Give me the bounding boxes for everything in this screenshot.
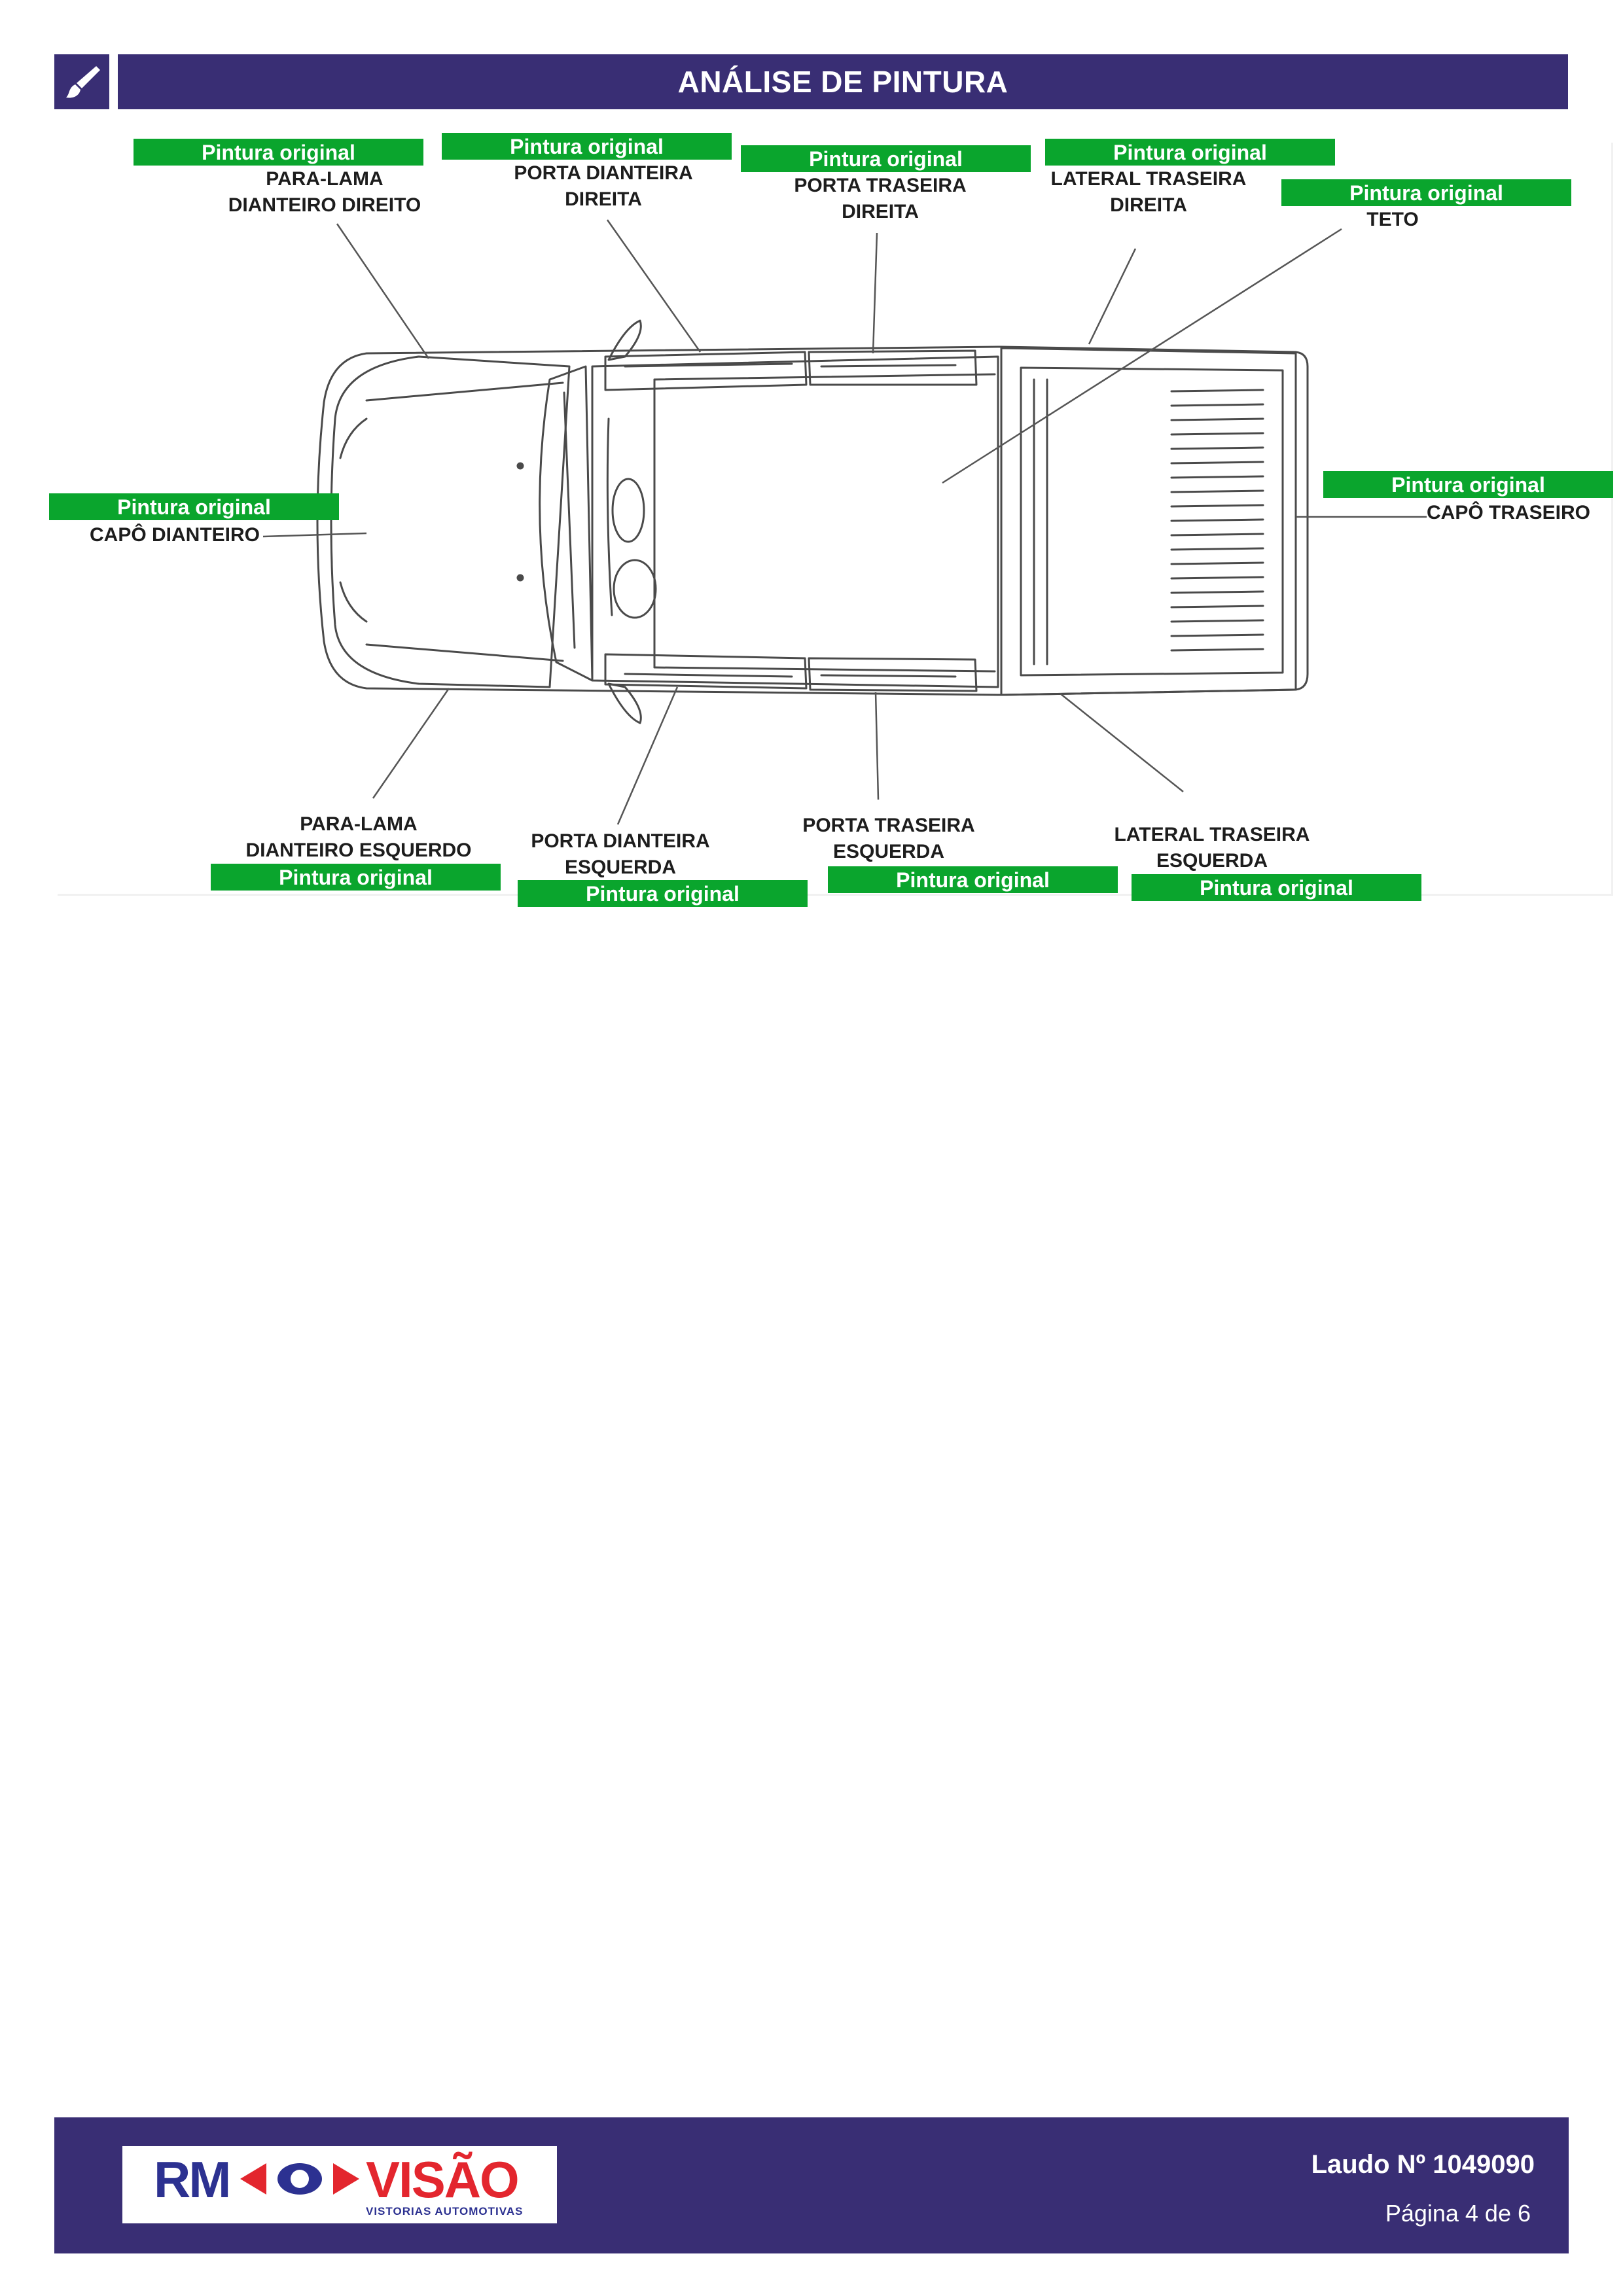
status-badge-porta-traseira-direita: Pintura original: [741, 145, 1031, 172]
status-badge-para-lama-dianteiro-esquerdo: Pintura original: [211, 864, 501, 891]
logo-text-visao: VISÃO: [366, 2151, 520, 2208]
logo-text-rm: RM: [154, 2151, 231, 2208]
status-badge-lateral-traseira-direita: Pintura original: [1045, 139, 1335, 166]
label-line: PORTA TRASEIRA: [794, 175, 967, 196]
label-line: TETO: [1366, 209, 1419, 230]
cab-outline: [591, 355, 999, 688]
left-mirror: [607, 682, 642, 724]
paintbrush-icon: [66, 66, 100, 98]
label-line: DIREITA: [1110, 194, 1187, 216]
label-line: LATERAL TRASEIRA: [1050, 168, 1247, 190]
label-capo-traseiro: CAPÔ TRASEIRO: [1427, 500, 1590, 526]
label-line: LATERAL TRASEIRA: [1114, 824, 1310, 845]
cargo-bed-outline: [1000, 347, 1297, 696]
label-porta-traseira-direita: PORTA TRASEIRA DIREITA: [749, 173, 1011, 225]
page-info: Página 4 de 6: [1385, 2200, 1531, 2227]
section-title: ANÁLISE DE PINTURA: [118, 54, 1568, 109]
status-badge-para-lama-dianteiro-direito: Pintura original: [134, 139, 423, 166]
status-badge-porta-dianteira-esquerda: Pintura original: [518, 880, 808, 907]
label-line: CAPÔ DIANTEIRO: [90, 524, 260, 546]
right-mirror: [607, 319, 642, 361]
label-line: DIANTEIRO ESQUERDO: [245, 839, 472, 861]
label-teto: TETO: [1262, 207, 1524, 233]
company-logo: RM VISÃO VISTORIAS AUTOMOTIVAS: [122, 2146, 557, 2223]
section-icon-box: [54, 54, 109, 109]
left-rear-door: [808, 657, 978, 692]
leader-lines: [262, 219, 1427, 825]
label-line: PARA-LAMA: [266, 168, 383, 190]
label-para-lama-dianteiro-direito: PARA-LAMA DIANTEIRO DIREITO: [194, 166, 455, 219]
label-lateral-traseira-esquerda: LATERAL TRASEIRA ESQUERDA: [1081, 822, 1343, 874]
label-lateral-traseira-direita: LATERAL TRASEIRA DIREITA: [1018, 166, 1279, 219]
label-line: ESQUERDA: [1156, 850, 1268, 872]
status-badge-porta-traseira-esquerda: Pintura original: [828, 866, 1118, 893]
label-line: DIREITA: [842, 201, 919, 222]
logo-subtitle: VISTORIAS AUTOMOTIVAS: [366, 2205, 524, 2217]
report-number: Laudo Nº 1049090: [1311, 2150, 1535, 2179]
windshield-outline: [539, 365, 594, 682]
status-badge-teto: Pintura original: [1281, 179, 1571, 206]
label-porta-dianteira-direita: PORTA DIANTEIRA DIREITA: [473, 160, 734, 213]
label-line: ESQUERDA: [564, 857, 677, 878]
vehicle-diagram: [262, 219, 1427, 825]
label-line: PORTA TRASEIRA: [802, 815, 975, 836]
footer-bar: RM VISÃO VISTORIAS AUTOMOTIVAS Laudo Nº …: [54, 2117, 1569, 2253]
label-line: ESQUERDA: [832, 841, 945, 862]
status-badge-capo-traseiro: Pintura original: [1323, 471, 1613, 498]
right-front-door: [604, 351, 808, 391]
label-line: PORTA DIANTEIRA: [531, 830, 710, 852]
status-badge-porta-dianteira-direita: Pintura original: [442, 133, 732, 160]
label-porta-dianteira-esquerda: PORTA DIANTEIRA ESQUERDA: [490, 828, 751, 881]
status-badge-capo-dianteiro: Pintura original: [49, 493, 339, 520]
left-front-door: [604, 653, 808, 690]
label-line: DIANTEIRO DIREITO: [228, 194, 421, 216]
vehicle-body-outline: [316, 345, 1309, 696]
label-line: CAPÔ TRASEIRO: [1427, 502, 1591, 523]
eye-logo-icon: [240, 2163, 359, 2195]
hood-outline: [330, 355, 571, 688]
status-badge-lateral-traseira-esquerda: Pintura original: [1132, 874, 1421, 901]
label-para-lama-dianteiro-esquerdo: PARA-LAMA DIANTEIRO ESQUERDO: [228, 811, 490, 864]
label-porta-traseira-esquerda: PORTA TRASEIRA ESQUERDA: [758, 813, 1020, 865]
label-line: PARA-LAMA: [300, 813, 418, 835]
label-line: PORTA DIANTEIRA: [514, 162, 693, 184]
right-rear-door: [808, 349, 978, 386]
label-capo-dianteiro: CAPÔ DIANTEIRO: [90, 522, 260, 548]
label-line: DIREITA: [565, 188, 642, 210]
